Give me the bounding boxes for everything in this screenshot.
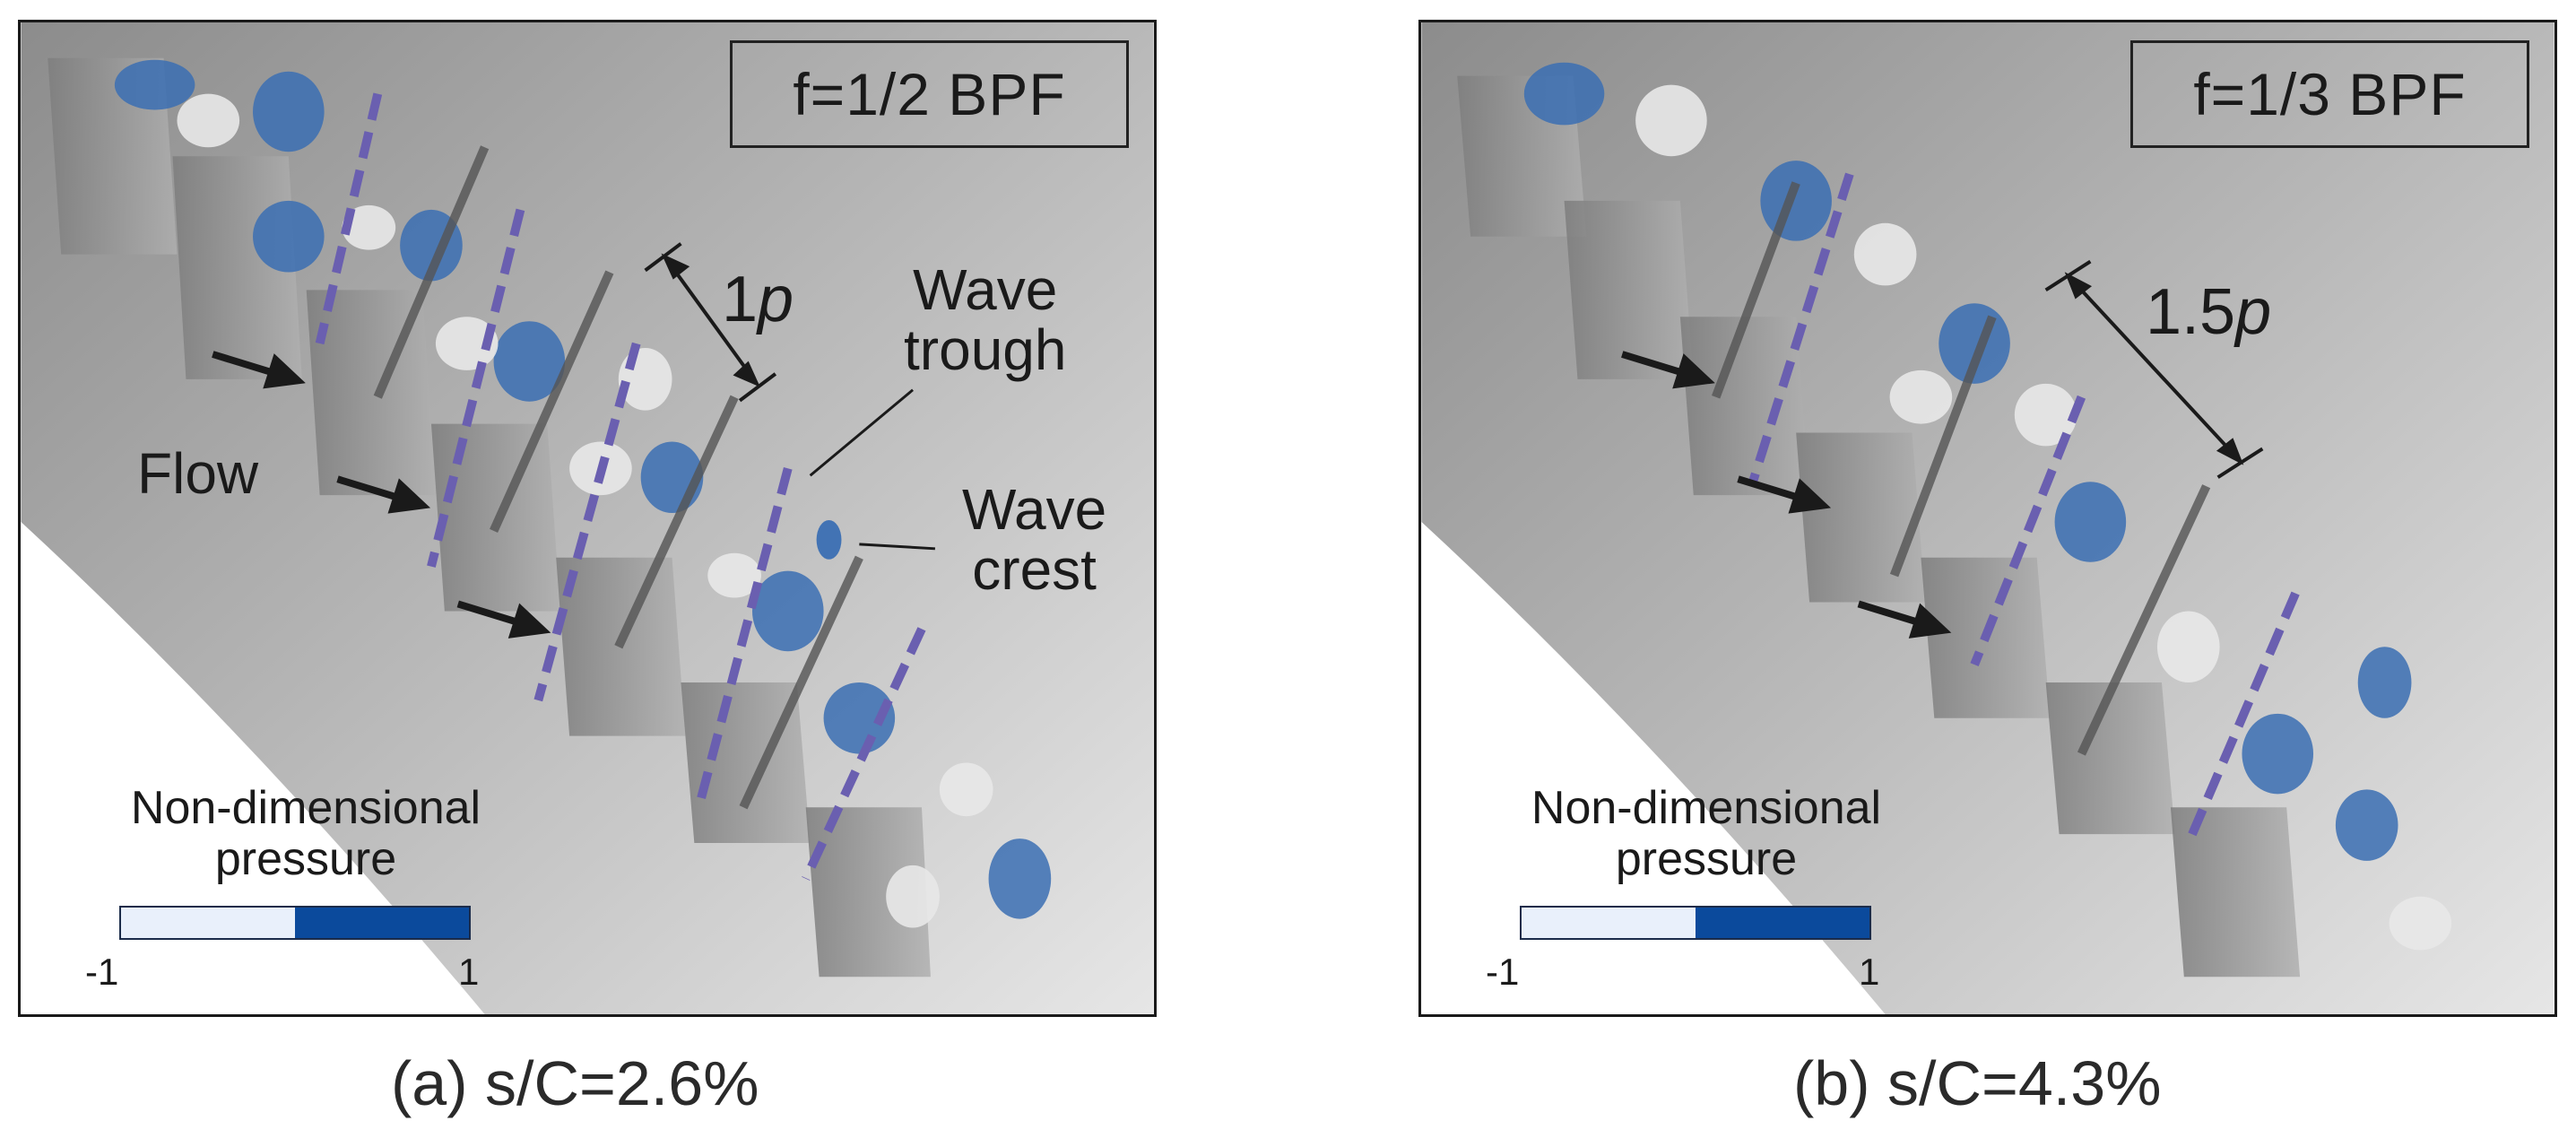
colorbar-low bbox=[1522, 908, 1696, 938]
colorbar-high bbox=[1696, 908, 1869, 938]
colorbar-min-label: -1 bbox=[1486, 951, 1520, 993]
pitch-symbol: p bbox=[2235, 276, 2272, 348]
caption-a: (a) s/C=2.6% bbox=[391, 1048, 759, 1118]
colorbar-min-label: -1 bbox=[85, 951, 119, 993]
colorbar bbox=[119, 906, 471, 940]
white-region bbox=[21, 521, 485, 1014]
wave-trough-line-1: Wave bbox=[913, 257, 1058, 322]
legend-title-line-1: Non-dimensional bbox=[130, 782, 481, 834]
pitch-dimension bbox=[644, 242, 777, 403]
frequency-label-box: f=1/3 BPF bbox=[2130, 40, 2529, 148]
pitch-number: 1 bbox=[722, 264, 759, 335]
legend-title: Non-dimensional pressure bbox=[73, 782, 539, 886]
flow-arrows bbox=[1621, 351, 1952, 639]
pitch-dimension bbox=[2044, 259, 2264, 479]
frequency-label-box: f=1/2 BPF bbox=[730, 40, 1129, 148]
wave-crest-label: Wave crest bbox=[962, 477, 1107, 603]
flow-arrows bbox=[212, 351, 551, 639]
colorbar bbox=[1520, 906, 1871, 940]
legend-title-line-2: pressure bbox=[1615, 833, 1798, 886]
colorbar-low bbox=[121, 908, 295, 938]
pitch-symbol: p bbox=[758, 264, 794, 335]
colorbar-max-label: 1 bbox=[458, 951, 480, 993]
panel-a: f=1/2 BPF 1p Flow Wave trough Wave crest… bbox=[18, 20, 1157, 1017]
legend-title-line-2: pressure bbox=[214, 833, 397, 886]
wave-lines bbox=[1711, 172, 2300, 845]
wave-trough-label: Wave trough bbox=[904, 257, 1067, 383]
caption-b: (b) s/C=4.3% bbox=[1793, 1048, 2162, 1118]
flow-label: Flow bbox=[137, 441, 259, 506]
colorbar-max-label: 1 bbox=[1859, 951, 1880, 993]
vortex-structures bbox=[114, 59, 1052, 928]
legend-title: Non-dimensional pressure bbox=[1473, 782, 1939, 886]
pitch-label: 1p bbox=[722, 263, 794, 336]
wave-trough-line-2: trough bbox=[904, 317, 1067, 383]
legend-title-line-1: Non-dimensional bbox=[1531, 782, 1882, 834]
wave-crest-line-2: crest bbox=[972, 537, 1097, 603]
leader-lines bbox=[809, 388, 935, 551]
pitch-label: 1.5p bbox=[2146, 275, 2271, 349]
panel-b: f=1/3 BPF 1.5p Non-dimensional pressure … bbox=[1418, 20, 2557, 1017]
simulation-scene-b bbox=[1421, 22, 2554, 1014]
simulation-scene-a bbox=[21, 22, 1154, 1014]
wave-crest-line-1: Wave bbox=[962, 477, 1107, 542]
white-region bbox=[1421, 521, 1886, 1014]
vortex-structures bbox=[1523, 62, 2452, 951]
wave-lines bbox=[315, 92, 926, 881]
colorbar-high bbox=[295, 908, 469, 938]
pitch-number: 1.5 bbox=[2146, 276, 2236, 348]
